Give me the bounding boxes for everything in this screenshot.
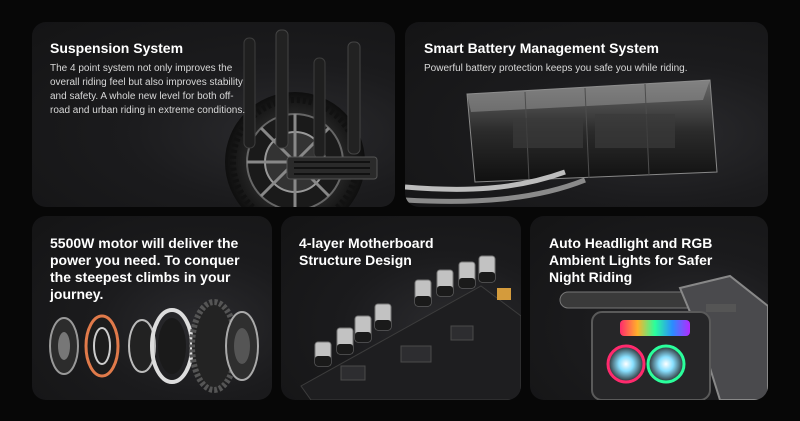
card-title: Smart Battery Management System (424, 40, 659, 56)
card-description: The 4 point system not only improves the… (50, 63, 246, 116)
card-title: Suspension System (50, 40, 184, 56)
motor-exploded-image (49, 299, 259, 393)
card-title: 5500W motor will deliver the power you n… (50, 235, 240, 302)
battery-pack-image (405, 79, 718, 204)
suspension-wheel-image (225, 29, 378, 207)
card-title: 4-layer Motherboard Structure Design (299, 235, 434, 268)
feature-card-motherboard: 4-layer Motherboard Structure Design (281, 216, 521, 400)
headlight-rgb-image (559, 274, 768, 400)
feature-card-battery: Smart Battery Management System Powerful… (405, 22, 768, 207)
motherboard-image (300, 255, 521, 400)
feature-card-motor: 5500W motor will deliver the power you n… (32, 216, 272, 400)
card-description: Powerful battery protection keeps you sa… (424, 63, 688, 74)
feature-card-suspension: Suspension System The 4 point system not… (32, 22, 395, 207)
feature-card-headlight: Auto Headlight and RGB Ambient Lights fo… (530, 216, 768, 400)
card-title: Auto Headlight and RGB Ambient Lights fo… (549, 235, 713, 285)
